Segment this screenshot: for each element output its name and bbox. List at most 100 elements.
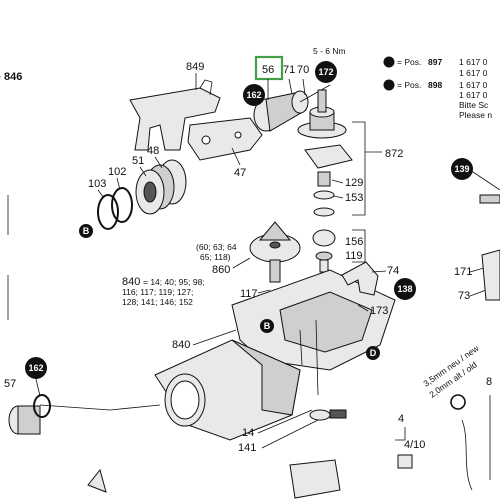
legend-row-2-text: = Pos. [397, 80, 421, 90]
legend-row-2-code-b: 1 617 0 [459, 90, 488, 100]
badge-138: 138 [394, 278, 416, 300]
label-56: 56 [262, 64, 274, 76]
gear-housing [231, 269, 396, 396]
part-bottom-left [87, 468, 107, 493]
part-849 [129, 79, 221, 151]
leader-line [261, 419, 319, 449]
leader-line [469, 169, 500, 191]
leader-line [154, 156, 163, 169]
bracket-156 [352, 229, 366, 263]
label-840-note-2: 116; 117; 119; 127; [122, 287, 193, 297]
leader-line [302, 78, 306, 96]
label-840-note-1: = 14; 40; 95; 98; [143, 277, 205, 287]
label-840-b: 840 [172, 339, 190, 351]
leader-line [232, 257, 251, 269]
part-139 [479, 194, 500, 204]
label-103: 103 [88, 178, 106, 190]
svg-text:139: 139 [454, 164, 469, 174]
leader-line [469, 289, 487, 297]
badge-b-left: B [79, 224, 93, 238]
legend-row-2-code-a: 1 617 0 [459, 80, 488, 90]
svg-text:162: 162 [246, 90, 261, 100]
highlight-box-56 [254, 55, 284, 81]
svg-text:D: D [370, 348, 377, 358]
label-74: 74 [387, 265, 399, 277]
part-bottom [289, 459, 341, 499]
leader-line [97, 189, 105, 199]
spring-part [461, 419, 473, 491]
label-860-note-2: 65; 118) [200, 252, 231, 262]
label-872: 872 [385, 148, 403, 160]
svg-text:B: B [83, 226, 90, 236]
ring-part [450, 394, 466, 410]
label-840: 840 [122, 276, 140, 288]
leader-line [257, 289, 271, 294]
label-849: 849 [186, 61, 204, 73]
part-57 [8, 394, 51, 435]
torque-label: 5 - 6 Nm [313, 46, 346, 56]
part-4 [397, 454, 413, 469]
label-73: 73 [458, 290, 470, 302]
leader-line [39, 404, 161, 411]
svg-text:138: 138 [397, 284, 412, 294]
label-71: 71 [283, 64, 295, 76]
legend-note-line2: Please n [459, 110, 492, 120]
badge-139: 139 [451, 158, 473, 180]
legend-dot-icon [383, 56, 395, 68]
leader-line [116, 177, 121, 191]
svg-text:B: B [264, 321, 271, 331]
part-129-153-washers [313, 171, 335, 217]
label-129: 129 [345, 177, 363, 189]
leader-line [333, 195, 344, 199]
svg-text:162: 162 [28, 363, 43, 373]
svg-text:172: 172 [318, 67, 333, 77]
leader-line [469, 267, 485, 273]
leader-line [357, 304, 369, 312]
leader-line [231, 147, 241, 166]
leader-line [288, 78, 293, 95]
label-171: 171 [454, 266, 472, 278]
legend-row-1-pos: 897 [428, 57, 442, 67]
part-14-bearing [309, 409, 347, 421]
part-48-gear [135, 159, 187, 215]
label-156: 156 [345, 236, 363, 248]
label-119: 119 [345, 250, 363, 262]
label-860: 860 [212, 264, 230, 276]
legend: = Pos. 897 1 617 0 1 617 0 = Pos. 898 1 … [383, 56, 492, 120]
label-70: 70 [297, 64, 309, 76]
label-14: 14 [242, 427, 254, 439]
legend-row-1-code-b: 1 617 0 [459, 68, 488, 78]
label-840-note-3: 128; 141; 146; 152 [122, 297, 193, 307]
pin-line [299, 84, 331, 103]
part-74 [341, 261, 379, 296]
part-156-119-stack [312, 229, 336, 273]
badge-d: D [366, 346, 380, 360]
leader-line [35, 378, 41, 397]
label-153: 153 [345, 192, 363, 204]
leader-line [395, 427, 406, 441]
legend-row-2-pos: 898 [428, 80, 442, 90]
label-846-dot: · [0, 71, 2, 83]
label-4-10: 4/10 [404, 439, 425, 451]
legend-dot-icon [383, 79, 395, 91]
leader-line [331, 179, 344, 184]
part-860-bevel-gear [249, 221, 301, 283]
badge-162-bottom: 162 [25, 357, 47, 379]
label-48: 48 [147, 145, 159, 157]
motor-housing [154, 339, 301, 441]
legend-row-1-code-a: 1 617 0 [459, 57, 488, 67]
label-8: 8 [486, 376, 492, 388]
badge-b-housing: B [260, 319, 274, 333]
label-102: 102 [108, 166, 126, 178]
badge-172: 172 [315, 61, 337, 83]
legend-row-1-text: = Pos. [397, 57, 421, 67]
label-173: 173 [370, 305, 388, 317]
part-172-gear-assembly [297, 89, 353, 169]
part-47-plate [187, 117, 263, 161]
label-141: 141 [238, 442, 256, 454]
label-51: 51 [132, 155, 144, 167]
leader-line [257, 409, 313, 434]
badge-162-top: 162 [243, 84, 265, 106]
label-57: 57 [4, 378, 16, 390]
